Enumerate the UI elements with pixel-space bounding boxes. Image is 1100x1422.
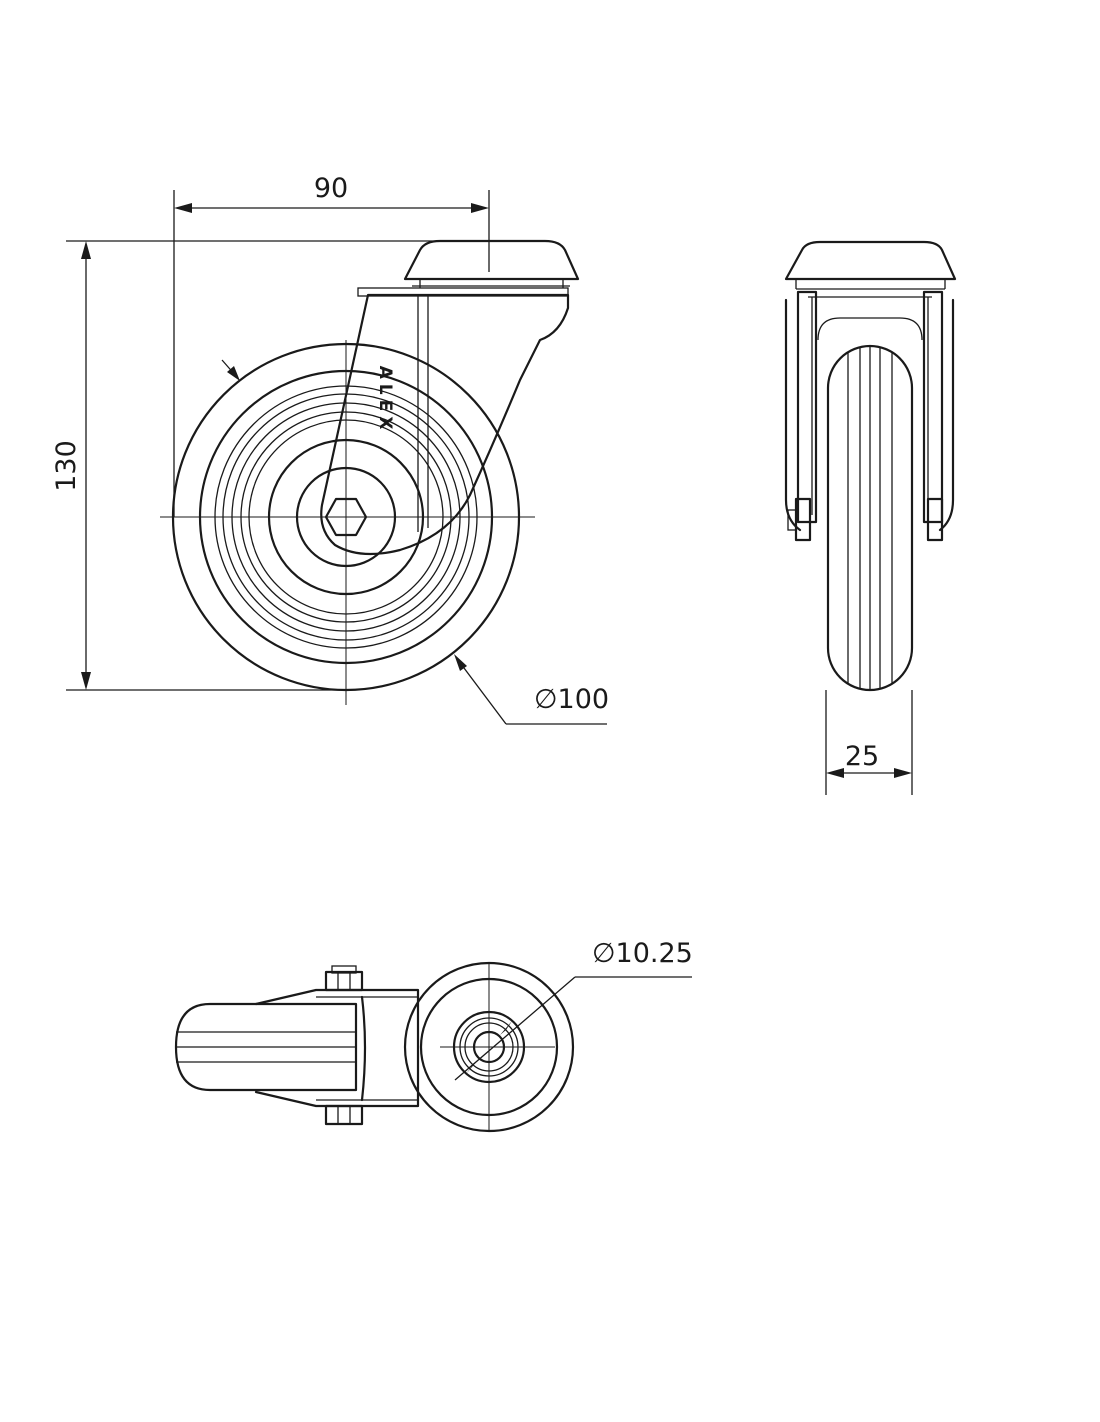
side-view: ALEX <box>160 239 580 705</box>
dimension-width-label: 90 <box>314 173 348 204</box>
front-view <box>784 240 957 692</box>
dimension-wheel-diameter: ∅100 <box>454 654 609 725</box>
dimension-wheel-width-label: 25 <box>845 741 879 772</box>
dimension-wheel-diameter-label: ∅100 <box>534 684 609 715</box>
dimension-bolt-hole-label: ∅10.25 <box>592 938 693 969</box>
dimension-width: 90 <box>173 173 490 517</box>
top-view <box>174 961 692 1133</box>
swivel-head <box>403 239 580 288</box>
dimension-height-label: 130 <box>51 440 82 492</box>
fork <box>320 287 570 556</box>
dimension-height: 130 <box>51 240 440 691</box>
brand-logo: ALEX <box>375 366 395 435</box>
dimension-wheel-width: 25 <box>825 690 913 795</box>
